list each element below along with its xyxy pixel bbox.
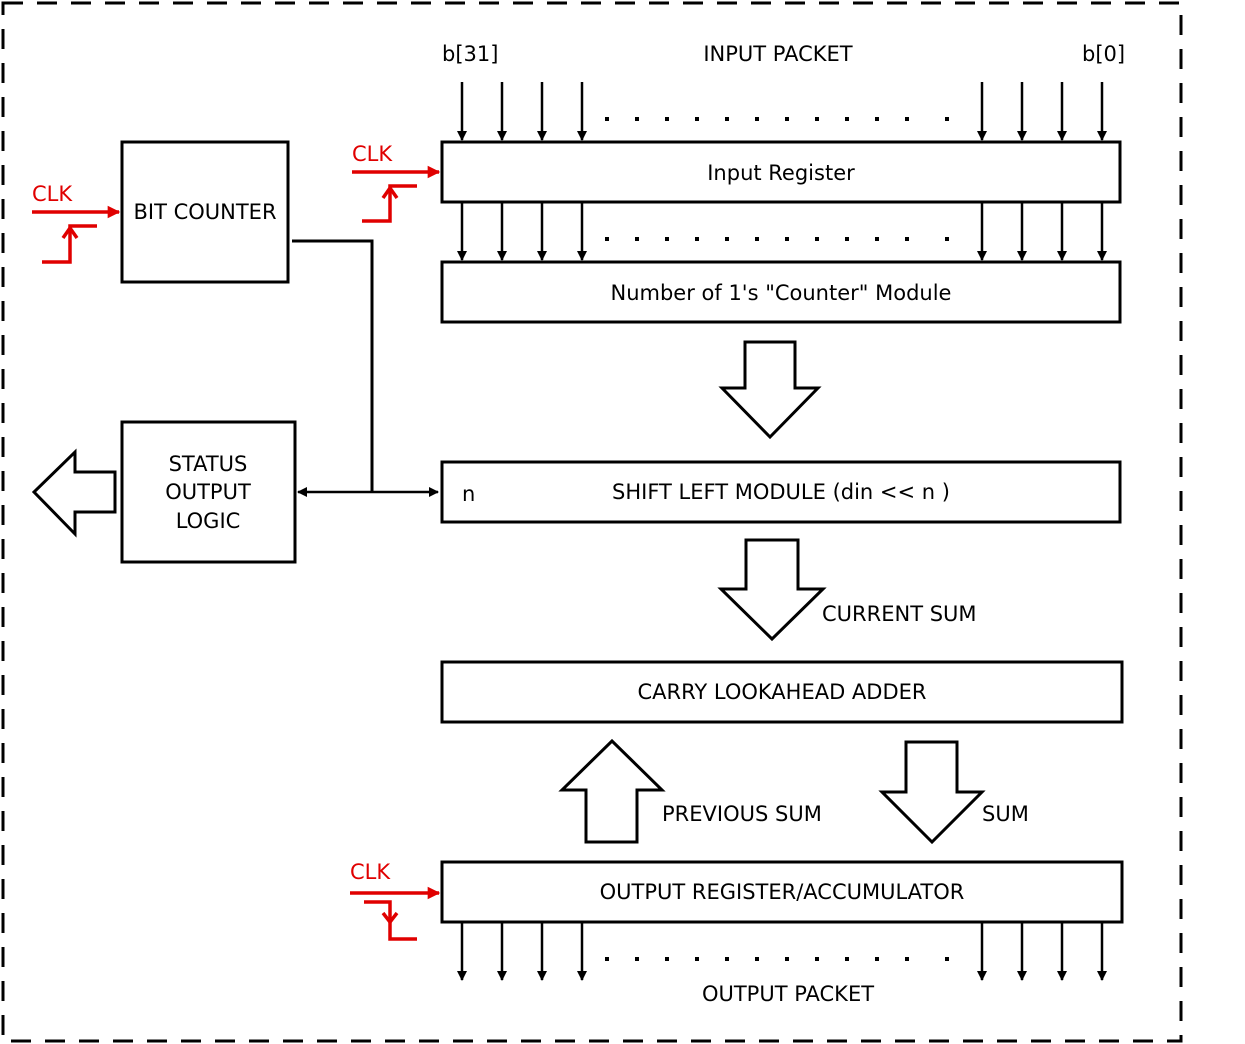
status-output-logic-block bbox=[120, 420, 297, 564]
input-register-rising-edge-icon bbox=[362, 184, 417, 223]
previous-sum-arrow bbox=[558, 738, 666, 844]
sum-arrow bbox=[878, 740, 986, 845]
shift-left-label: SHIFT LEFT MODULE (din << n ) bbox=[612, 480, 950, 504]
input-register-block bbox=[440, 140, 1122, 204]
ones-counter-block bbox=[440, 260, 1122, 324]
output-register-label: OUTPUT REGISTER/ACCUMULATOR bbox=[600, 880, 965, 904]
msb-label: b[31] bbox=[442, 42, 498, 66]
input-packet-label: INPUT PACKET bbox=[703, 42, 852, 66]
input-pins-ellipsis bbox=[605, 117, 949, 121]
count-flow-arrow bbox=[718, 340, 822, 440]
bit-counter-rising-edge-icon bbox=[42, 224, 97, 264]
shift-left-block bbox=[440, 460, 1122, 524]
bit-counter-clk-label: CLK bbox=[32, 182, 73, 206]
bit-counter-label: BIT COUNTER bbox=[133, 200, 276, 224]
status-line-1: STATUS bbox=[169, 452, 248, 476]
carry-lookahead-adder-label: CARRY LOOKAHEAD ADDER bbox=[638, 680, 927, 704]
bit-counter-block bbox=[120, 140, 290, 284]
shift-amount-label: n bbox=[462, 482, 475, 506]
bit-counter-wire bbox=[292, 239, 374, 492]
system-boundary bbox=[1, 1, 1183, 1043]
current-sum-arrow bbox=[717, 538, 827, 642]
output-pins-ellipsis bbox=[605, 957, 949, 961]
lsb-label: b[0] bbox=[1082, 42, 1125, 66]
status-output-arrow bbox=[31, 448, 117, 538]
carry-lookahead-adder-block bbox=[440, 660, 1124, 724]
current-sum-label: CURRENT SUM bbox=[822, 602, 977, 626]
register-pins-ellipsis bbox=[605, 237, 949, 241]
output-register-block bbox=[440, 860, 1124, 924]
status-line-2: OUTPUT bbox=[165, 480, 251, 504]
status-line-3: LOGIC bbox=[176, 509, 241, 533]
ones-counter-label: Number of 1's "Counter" Module bbox=[611, 281, 952, 305]
output-register-clk-label: CLK bbox=[350, 860, 391, 884]
register-to-counter-pins bbox=[457, 202, 1107, 261]
output-packet-label: OUTPUT PACKET bbox=[702, 982, 874, 1006]
input-register-clk-label: CLK bbox=[352, 142, 393, 166]
input-pins bbox=[457, 82, 1107, 141]
output-pins bbox=[457, 922, 1107, 981]
previous-sum-label: PREVIOUS SUM bbox=[662, 802, 822, 826]
sum-label: SUM bbox=[982, 802, 1029, 826]
input-register-label: Input Register bbox=[707, 161, 855, 185]
